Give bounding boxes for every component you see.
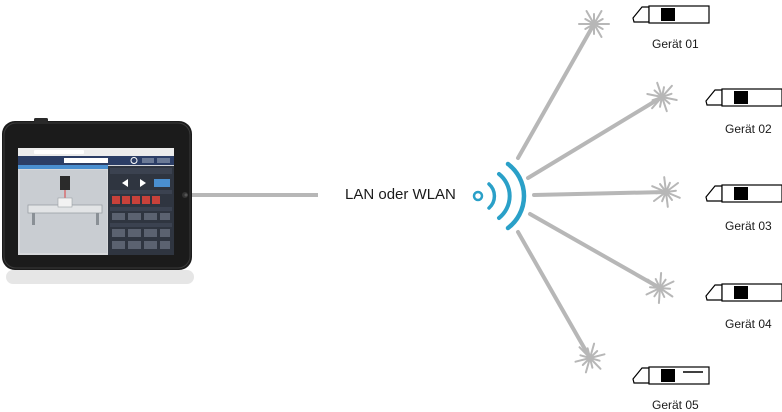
device-label-02: Gerät 02 [725,122,772,136]
laser-device-icon [632,366,710,385]
screen-header-field [64,158,108,163]
screen-header-gear [130,157,138,164]
tablet-icon [2,118,194,284]
tablet-bezel-highlight [3,122,191,269]
laser-device-icon [705,283,782,302]
screen-panel-row-3 [110,207,172,211]
screen-panel-row-4 [110,223,172,227]
screen-red-buttons [112,196,160,204]
screen-tab-bar [18,165,108,169]
screen-browser-bar [18,148,174,156]
laser-starburst-icon [645,272,675,304]
screen-gray-buttons-3 [112,241,170,249]
device-label-01: Gerät 01 [652,37,699,51]
screen-arrow-left [122,179,128,187]
spoke-05 [516,230,592,360]
spoke-02 [526,95,664,180]
tablet-home-button [184,193,188,197]
laser-device-icon [705,184,782,203]
laser-device-icon [632,5,710,24]
emitter-bursts [574,10,681,374]
spoke-01 [516,22,596,160]
spoke-04 [528,212,662,290]
spoke-03 [532,190,668,197]
wifi-icon [472,161,527,231]
screen-panel-blue-btn [154,179,170,187]
laser-device-icon [705,88,782,107]
laser-starburst-icon [574,342,606,374]
screen-panel-row-1 [110,168,172,174]
laser-starburst-icon [651,176,681,208]
screen-header-btn-2 [157,158,170,163]
screen-conveyor-leg-1 [32,213,35,225]
devices-group [632,5,782,385]
screen-laser-head [60,176,70,190]
device-label-03: Gerät 03 [725,219,772,233]
screen-header-btn-1 [142,158,154,163]
screen-conveyor-leg-2 [96,213,99,225]
screen-panel-row-2 [110,190,172,194]
screen-gray-buttons-1 [112,213,170,220]
screen-gray-buttons-2 [112,229,170,237]
device-label-05: Gerät 05 [652,398,699,412]
laser-starburst-icon [578,10,610,38]
screen-arrow-right [140,179,146,187]
connection-label: LAN oder WLAN [345,186,456,203]
screen-url-field [34,150,84,154]
laser-starburst-icon [646,81,678,113]
tablet-top-button [34,118,48,122]
tablet-shadow [6,270,194,284]
device-label-04: Gerät 04 [725,317,772,331]
screen-workpiece [57,197,73,208]
connection-spokes [516,22,668,360]
